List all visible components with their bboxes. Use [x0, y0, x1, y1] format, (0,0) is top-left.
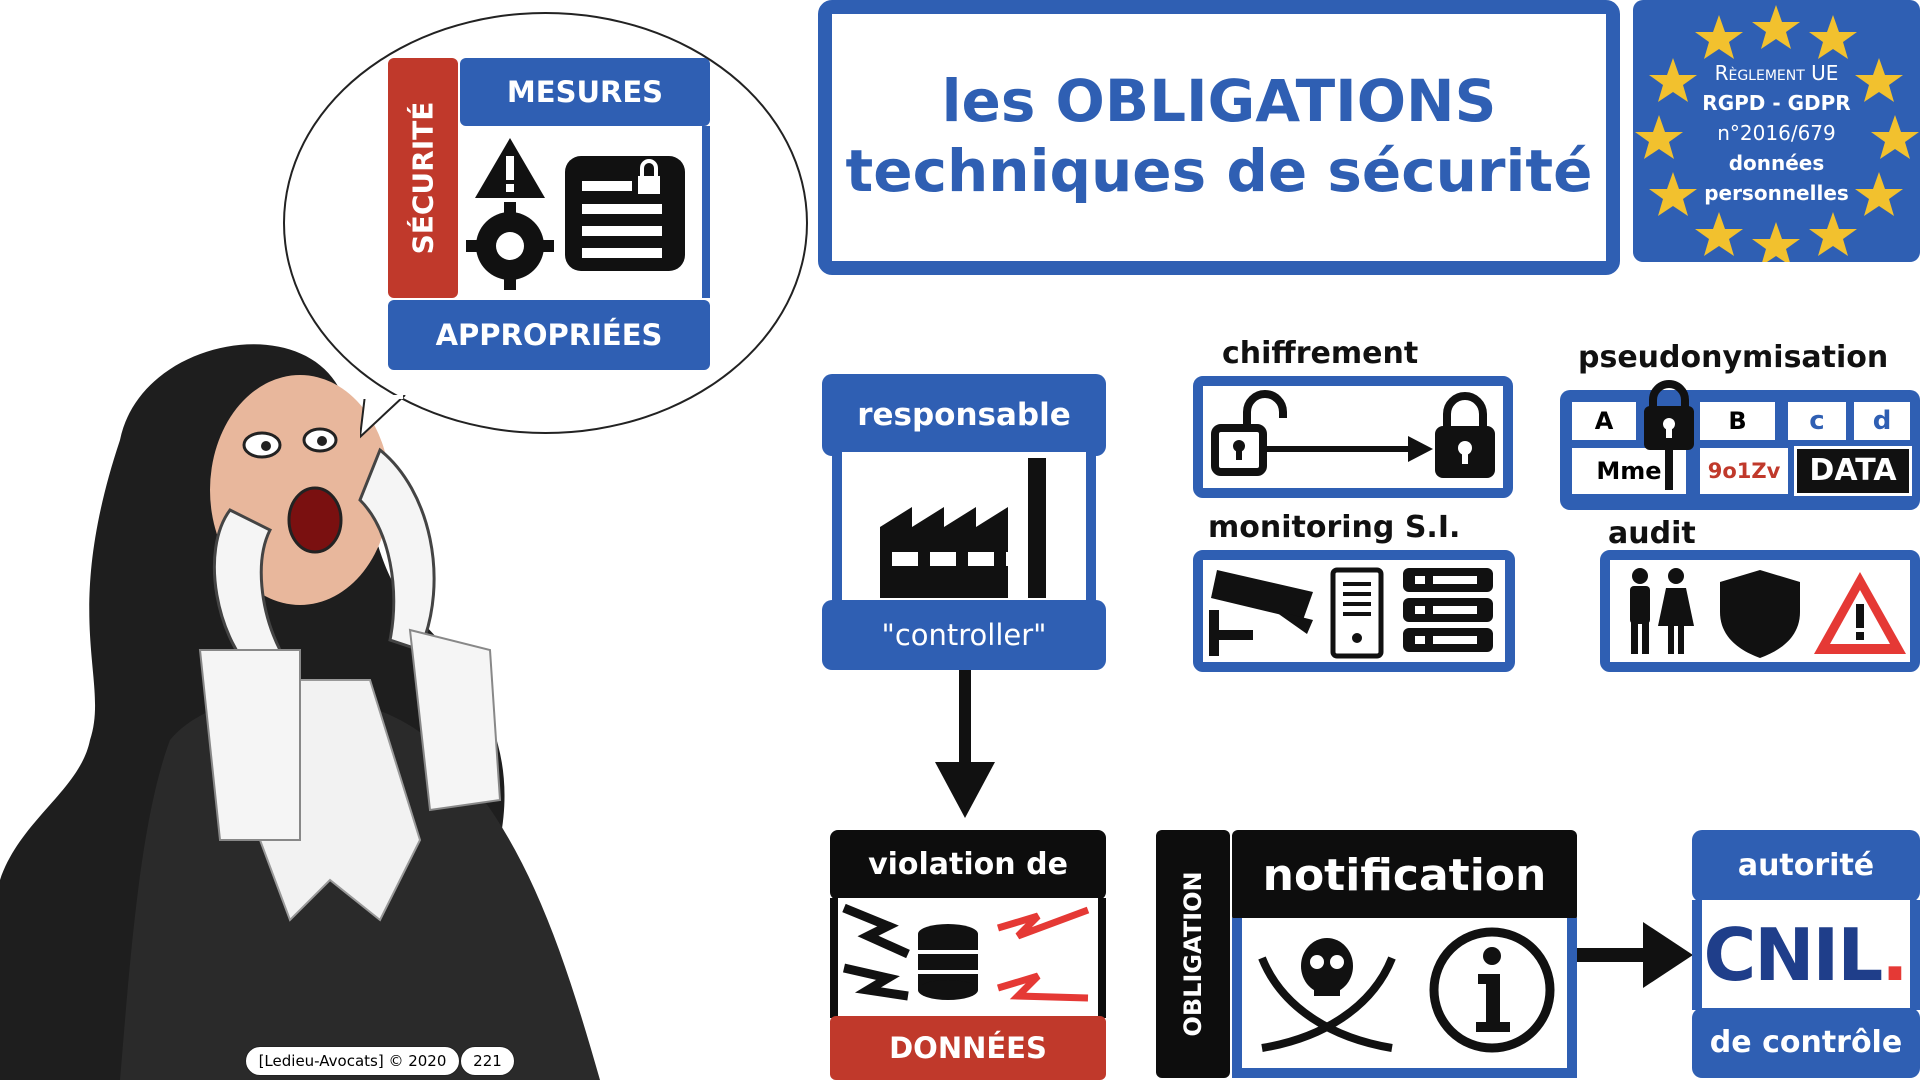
authority-header-label: autorité: [1737, 848, 1875, 883]
controller-card: responsable "controller": [822, 374, 1106, 670]
speech-bubble-tail: [360, 395, 410, 440]
measures-body: [460, 126, 710, 298]
camera-server-icon: [1209, 567, 1493, 659]
credit-text: [Ledieu-Avocats] © 2020: [258, 1052, 447, 1070]
encryption-label: chiffrement: [1222, 336, 1419, 371]
padlock-icon: [1644, 380, 1694, 490]
controller-header-label: responsable: [857, 397, 1071, 433]
appropriate-label: APPROPRIÉES: [435, 318, 663, 352]
monitoring-label: monitoring S.I.: [1208, 510, 1461, 545]
audit-label: audit: [1608, 516, 1696, 551]
security-measures-card: SÉCURITÉ MESURES APPROPRIÉES: [388, 58, 710, 370]
pirate-info-icon: [1258, 927, 1555, 1053]
audit-box: [1600, 550, 1920, 672]
cnil-logo-dot: .: [1881, 913, 1909, 997]
appropriate-footer: APPROPRIÉES: [388, 300, 710, 370]
breach-header: violation de: [830, 830, 1106, 900]
security-side-label: SÉCURITÉ: [406, 101, 440, 255]
breach-footer-label: DONNÉES: [889, 1031, 1047, 1065]
authority-footer: de contrôle: [1692, 1008, 1920, 1078]
lawyer-illustration: [0, 320, 700, 1080]
breach-header-label: violation de: [868, 847, 1068, 882]
data-breach-card: violation de DONNÉES: [830, 830, 1106, 1080]
pseudonymisation-box: A B c d Mme 9o1Zv DATA: [1560, 380, 1920, 510]
title-box: les OBLIGATIONS techniques de sécurité: [818, 0, 1620, 275]
measures-header: MESURES: [460, 58, 710, 126]
warning-gear-document-icon: [466, 138, 685, 290]
pseudo-cell-a: A: [1572, 402, 1636, 440]
eu-badge-line-1: Règlement UE: [1714, 61, 1839, 85]
authority-footer-label: de contrôle: [1709, 1025, 1903, 1060]
notification-body: [1232, 918, 1577, 1078]
controller-body: [832, 452, 1096, 602]
pseudo-cell-b: B: [1700, 402, 1775, 440]
cnil-logo: CNIL: [1703, 913, 1883, 997]
people-shield-warning-icon: [1630, 568, 1906, 658]
title-line-1: les OBLIGATIONS: [941, 67, 1497, 135]
obligation-side-bar: OBLIGATION: [1156, 830, 1230, 1078]
controller-footer-label: "controller": [881, 618, 1047, 652]
controller-footer: "controller": [822, 600, 1106, 670]
pseudo-cell-code: 9o1Zv: [1700, 448, 1788, 494]
measures-label: MESURES: [506, 75, 664, 109]
eu-badge-line-3: n°2016/679: [1717, 121, 1836, 145]
title-line-2: techniques de sécurité: [845, 137, 1593, 205]
authority-card: autorité CNIL. de contrôle: [1692, 830, 1920, 1078]
obligation-side-label: OBLIGATION: [1179, 871, 1207, 1037]
pseudo-cell-data: DATA: [1794, 446, 1912, 496]
pseudo-cell-d: d: [1854, 402, 1910, 440]
eu-badge-line-2: RGPD - GDPR: [1702, 91, 1851, 115]
notification-header-label: notification: [1262, 850, 1547, 901]
page-number: 221: [473, 1052, 502, 1070]
pseudonymisation-label: pseudonymisation: [1578, 340, 1889, 375]
pseudo-cell-c: c: [1788, 402, 1846, 440]
page-number-pill: 221: [460, 1046, 515, 1076]
arrow-down-icon: [930, 670, 1000, 820]
lock-arrow-icon: [1211, 390, 1495, 478]
authority-header: autorité: [1692, 830, 1920, 902]
monitoring-box: [1193, 550, 1515, 672]
eu-badge-line-4: données: [1728, 151, 1825, 175]
database-attack-icon: [842, 903, 1090, 1002]
breach-footer: DONNÉES: [830, 1016, 1106, 1080]
authority-body: CNIL.: [1692, 900, 1920, 1010]
eu-badge-line-5: personnelles: [1704, 181, 1849, 205]
arrow-right-icon: [1577, 920, 1695, 990]
credit-pill: [Ledieu-Avocats] © 2020: [245, 1046, 460, 1076]
factory-icon: [880, 458, 1046, 598]
eu-regulation-badge: Règlement UE RGPD - GDPR n°2016/679 donn…: [1633, 0, 1920, 262]
breach-body: [830, 898, 1106, 1018]
security-side-bar: SÉCURITÉ: [388, 58, 458, 298]
controller-header: responsable: [822, 374, 1106, 456]
encryption-box: [1193, 376, 1513, 498]
eu-stars-icon: [1635, 5, 1919, 262]
notification-header: notification: [1232, 830, 1577, 922]
